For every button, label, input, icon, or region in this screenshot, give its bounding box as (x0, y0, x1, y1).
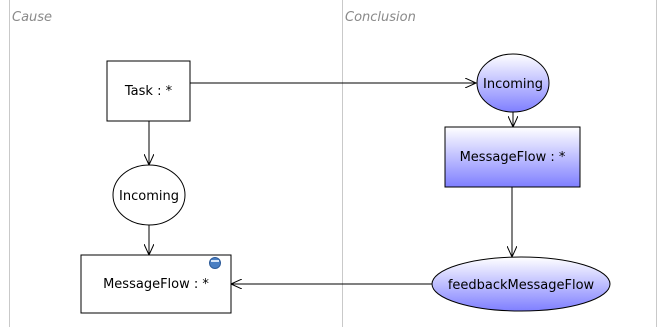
messageflow-left-node[interactable]: MessageFlow : * (80, 254, 232, 314)
conclusion-panel-title: Conclusion (345, 10, 416, 25)
task-node-label: Task : * (124, 84, 173, 99)
edges (149, 83, 513, 284)
incoming-left-label: Incoming (119, 189, 179, 204)
cause-panel-title: Cause (12, 10, 53, 25)
status-badge-highlight (211, 260, 219, 262)
feedback-messageflow-label: feedbackMessageFlow (448, 278, 595, 293)
conclusion-panel: Conclusion (342, 0, 657, 327)
feedback-messageflow-node[interactable]: feedbackMessageFlow (431, 256, 611, 312)
task-node[interactable]: Task : * (106, 60, 191, 122)
messageflow-right-node[interactable]: MessageFlow : * (444, 126, 581, 188)
status-badge-icon (209, 257, 221, 269)
incoming-right-label: Incoming (483, 77, 543, 92)
messageflow-left-label: MessageFlow : * (103, 277, 209, 292)
cause-panel: Cause (9, 0, 343, 327)
messageflow-right-label: MessageFlow : * (460, 150, 566, 165)
incoming-right-node[interactable]: Incoming (476, 53, 550, 113)
incoming-left-node[interactable]: Incoming (112, 164, 186, 226)
